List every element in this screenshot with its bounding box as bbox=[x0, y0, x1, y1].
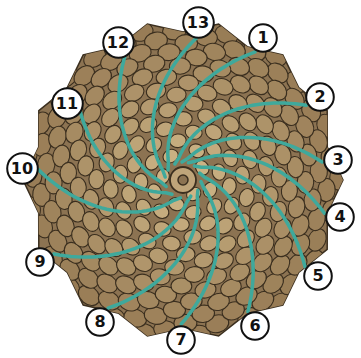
cone-scale bbox=[166, 87, 187, 104]
callout-circle: 7 bbox=[166, 325, 196, 355]
callout-number: 2 bbox=[305, 82, 335, 112]
cone-scale bbox=[211, 163, 228, 182]
callout-number: 5 bbox=[303, 261, 333, 291]
callout-number: 13 bbox=[182, 6, 215, 39]
cone-scale bbox=[240, 129, 262, 153]
callout-number: 8 bbox=[85, 307, 115, 337]
callout-circle: 6 bbox=[240, 311, 270, 341]
cone-center-dot bbox=[178, 175, 188, 185]
cone-scale bbox=[95, 215, 118, 240]
callout-number: 6 bbox=[240, 311, 270, 341]
callout-circle: 9 bbox=[25, 247, 55, 277]
callout-circle: 8 bbox=[85, 307, 115, 337]
cone-scale bbox=[237, 187, 256, 208]
callout-circle: 2 bbox=[305, 82, 335, 112]
cone-scale bbox=[161, 235, 181, 252]
cone-scale bbox=[184, 124, 204, 141]
spiral-lines bbox=[38, 38, 324, 324]
spiral-line bbox=[188, 155, 324, 213]
cone-scale bbox=[89, 169, 104, 189]
callout-circle: 4 bbox=[325, 202, 355, 232]
cone-scale bbox=[193, 250, 215, 270]
cone-scale bbox=[113, 217, 136, 241]
cone-scale bbox=[131, 213, 154, 236]
callout-circle: 1 bbox=[248, 23, 278, 53]
callout-circle: 13 bbox=[182, 6, 215, 39]
callout-number: 1 bbox=[248, 23, 278, 53]
callout-number: 9 bbox=[25, 247, 55, 277]
cone-scale bbox=[80, 209, 103, 234]
pinecone-outline bbox=[23, 24, 343, 336]
callout-number: 7 bbox=[166, 325, 196, 355]
pinecone-scales bbox=[17, 14, 348, 344]
callout-circle: 10 bbox=[6, 152, 39, 185]
callout-number: 4 bbox=[325, 202, 355, 232]
spiral-line bbox=[54, 196, 191, 257]
callout-number: 3 bbox=[323, 145, 353, 175]
callout-number: 10 bbox=[6, 152, 39, 185]
callout-circle: 12 bbox=[102, 26, 135, 59]
cone-center bbox=[170, 167, 196, 193]
callout-circle: 5 bbox=[303, 261, 333, 291]
callout-circle: 11 bbox=[51, 87, 84, 120]
cone-scale bbox=[152, 219, 173, 239]
callout-number: 11 bbox=[51, 87, 84, 120]
callout-number: 12 bbox=[102, 26, 135, 59]
cone-scale bbox=[223, 130, 245, 153]
cone-scale bbox=[236, 109, 261, 134]
callout-circle: 3 bbox=[323, 145, 353, 175]
spiral-line bbox=[152, 38, 196, 177]
cone-scale bbox=[133, 196, 154, 218]
